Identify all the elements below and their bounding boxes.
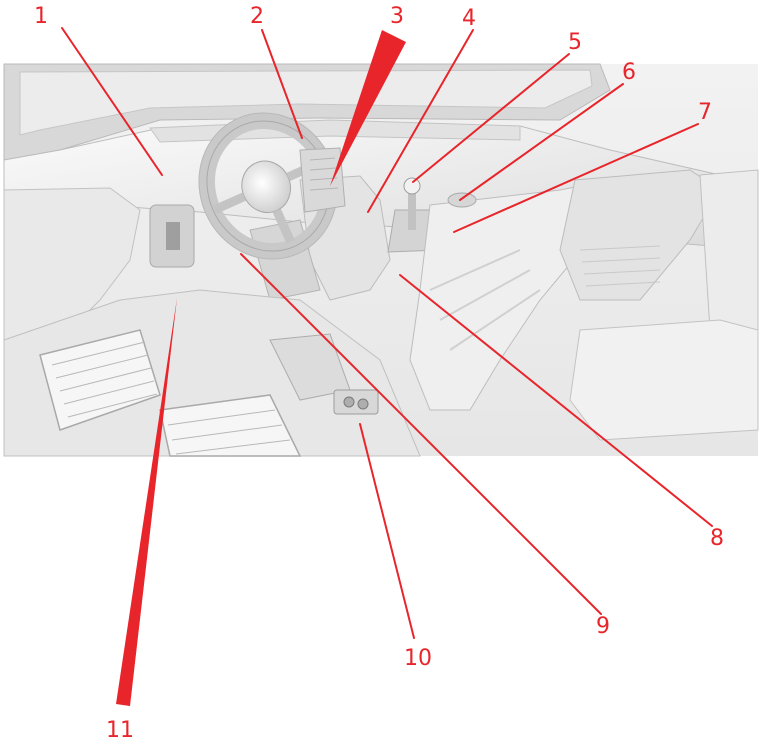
callout-number-5: 5	[568, 32, 582, 54]
callout-number-3: 3	[390, 6, 404, 28]
callout-number-6: 6	[622, 62, 636, 84]
instrument-cluster	[300, 148, 345, 212]
switch-knob-left	[344, 397, 354, 407]
callout-number-8: 8	[710, 528, 724, 550]
callout-number-2: 2	[250, 6, 264, 28]
gear-lever-shaft	[408, 190, 416, 230]
callout-number-9: 9	[596, 616, 610, 638]
rear-seat-cushion	[570, 320, 758, 440]
callout-number-1: 1	[34, 6, 48, 28]
cupholder	[448, 193, 476, 207]
rear-bench	[700, 170, 758, 340]
callout-number-7: 7	[698, 102, 712, 124]
switch-knob-right	[358, 399, 368, 409]
callout-number-11: 11	[106, 720, 134, 742]
callout-number-10: 10	[404, 648, 432, 670]
switch-panel	[334, 390, 378, 414]
callout-number-4: 4	[462, 8, 476, 30]
gear-knob	[404, 178, 420, 194]
